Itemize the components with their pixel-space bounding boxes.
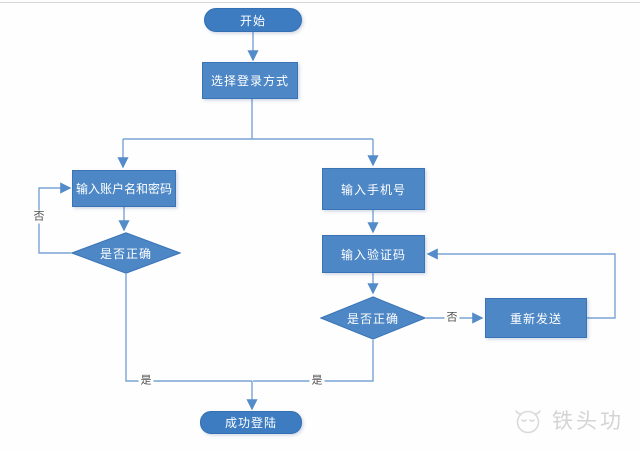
- node-enter-phone-number: 输入手机号: [322, 168, 425, 210]
- edge-resend-code-loop: [426, 248, 616, 319]
- decision-label: 是否正确: [346, 311, 399, 326]
- node-resend: 重新发送: [485, 298, 587, 338]
- node-start: 开始: [204, 8, 302, 32]
- node-enter-account-password: 输入账户名和密码: [72, 170, 176, 207]
- smiley-face-icon: [515, 410, 541, 434]
- watermark: 铁头功: [511, 405, 624, 435]
- edge-checkleft-yes: [125, 274, 252, 382]
- decision-label: 是否正确: [99, 246, 152, 261]
- page-top-divider: [0, 2, 640, 3]
- watermark-text: 铁头功: [552, 410, 624, 433]
- node-enter-verification-code: 输入验证码: [322, 235, 425, 273]
- node-login-success: 成功登陆: [200, 411, 302, 434]
- edge-label-no-right: 否: [444, 311, 460, 325]
- node-choose-login-method: 选择登录方式: [202, 62, 298, 99]
- node-decision-left-correct: 是否正确: [71, 232, 181, 274]
- edge-label-yes-left: 是: [138, 374, 154, 388]
- edge-checkright-yes: [253, 340, 374, 382]
- diamond-shape: [320, 296, 426, 340]
- node-decision-right-correct: 是否正确: [320, 296, 426, 340]
- diamond-shape: [71, 232, 181, 274]
- edge-label-no-left: 否: [31, 210, 47, 224]
- edge-label-yes-right: 是: [309, 374, 325, 388]
